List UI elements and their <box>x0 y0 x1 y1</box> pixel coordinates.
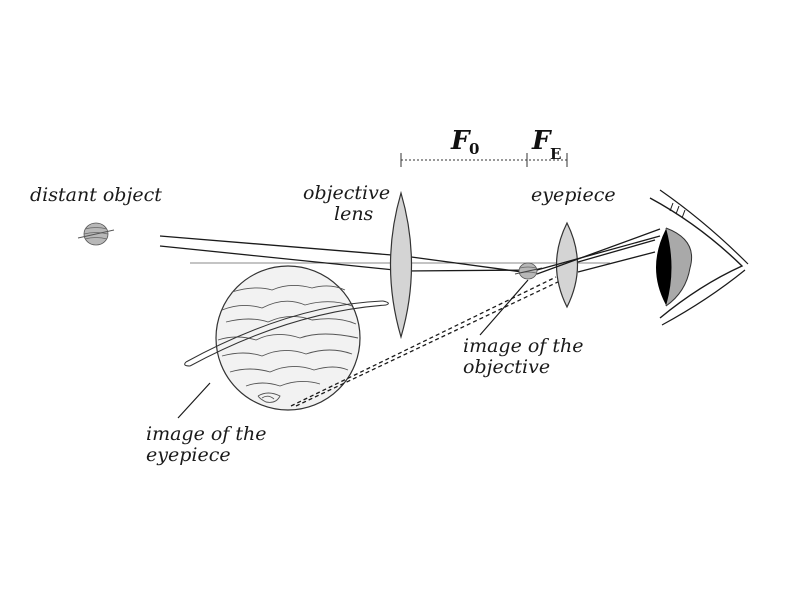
distant-object-planet <box>77 222 115 246</box>
observer-eye <box>649 189 749 326</box>
objective-lens-label-line1: objective <box>303 182 390 204</box>
incoming-rays <box>159 235 538 275</box>
eyepiece-lens <box>555 221 579 309</box>
image-of-eyepiece-pointer <box>177 382 211 419</box>
svg-text:0: 0 <box>469 140 479 158</box>
image-of-objective-label-line1: image of the <box>463 335 584 357</box>
distant-object-label: distant object <box>30 184 162 206</box>
virtual-image-rays <box>290 276 561 407</box>
pupil <box>656 228 672 306</box>
svg-text:E: E <box>550 145 561 163</box>
image-of-objective-label-line2: objective <box>463 356 550 378</box>
intermediate-image-planet <box>514 262 543 280</box>
image-of-objective-pointer <box>479 279 529 336</box>
objective-lens-label-line2: lens <box>334 203 374 225</box>
image-of-eyepiece-label-line2: eyepiece <box>146 444 231 466</box>
objective-lens <box>389 190 413 340</box>
image-of-eyepiece-label-line1: image of the <box>146 423 267 445</box>
emerging-rays <box>536 228 661 275</box>
svg-text:F: F <box>450 126 471 156</box>
eyepiece-label: eyepiece <box>531 184 616 206</box>
large-planet-image <box>184 265 389 411</box>
svg-text:F: F <box>531 126 552 156</box>
focal-length-bracket <box>400 153 568 167</box>
eyepiece-focal-length-label: F E <box>531 126 561 163</box>
objective-focal-length-label: F 0 <box>450 126 479 158</box>
